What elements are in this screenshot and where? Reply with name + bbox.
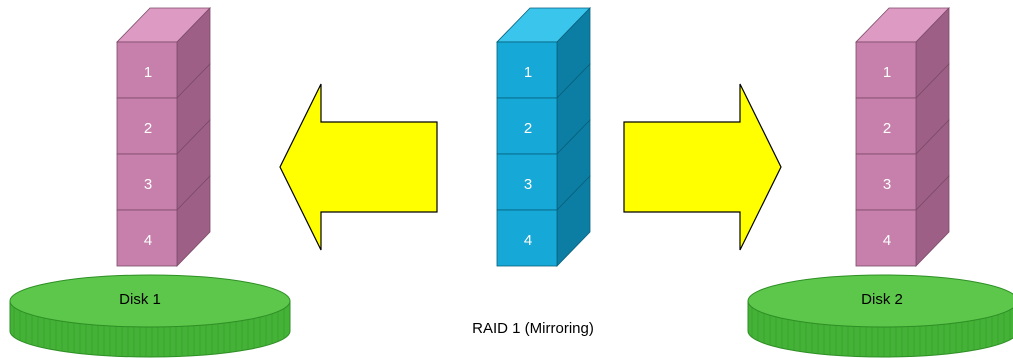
right-mirror-block-1-label: 1: [883, 64, 891, 81]
right-arrow-icon: [623, 83, 782, 251]
disk-2-label: Disk 2: [861, 291, 903, 308]
right-mirror-block-3-label: 3: [883, 176, 891, 193]
disk-1-top: [9, 274, 291, 328]
diagram-caption: RAID 1 (Mirroring): [472, 320, 594, 337]
source-block-4: [496, 209, 558, 267]
right-mirror-block-4-label: 4: [883, 232, 891, 249]
left-mirror-block-1-label: 1: [144, 64, 152, 81]
left-mirror-stack: 1 2 3 4: [116, 7, 211, 267]
left-mirror-block-2: [116, 97, 178, 155]
source-block-3: [496, 153, 558, 211]
disk-2: Disk 2: [747, 274, 1013, 358]
disk-1-label: Disk 1: [119, 291, 161, 308]
left-mirror-block-1: [116, 41, 178, 99]
source-block-4-label: 4: [524, 232, 532, 249]
source-block-1: [496, 41, 558, 99]
left-mirror-block-4: [116, 209, 178, 267]
right-mirror-block-4: [855, 209, 917, 267]
left-arrow-icon: [279, 83, 438, 251]
disk-2-stripes: [751, 307, 1011, 357]
source-block-2-label: 2: [524, 120, 532, 137]
left-mirror-block-3: [116, 153, 178, 211]
left-mirror-block-3-label: 3: [144, 176, 152, 193]
left-mirror-block-4-label: 4: [144, 232, 152, 249]
right-mirror-block-1: [855, 41, 917, 99]
right-mirror-block-2-label: 2: [883, 120, 891, 137]
left-mirror-block-2-label: 2: [144, 120, 152, 137]
disk-2-top: [747, 274, 1013, 328]
right-mirror-block-3: [855, 153, 917, 211]
disk-1-stripes: [13, 307, 285, 357]
right-mirror-block-2: [855, 97, 917, 155]
source-stack: 1 2 3 4: [496, 7, 591, 267]
disk-1: Disk 1: [9, 274, 291, 358]
right-mirror-stack: 1 2 3 4: [855, 7, 950, 267]
source-block-1-label: 1: [524, 64, 532, 81]
source-block-2: [496, 97, 558, 155]
source-block-3-label: 3: [524, 176, 532, 193]
